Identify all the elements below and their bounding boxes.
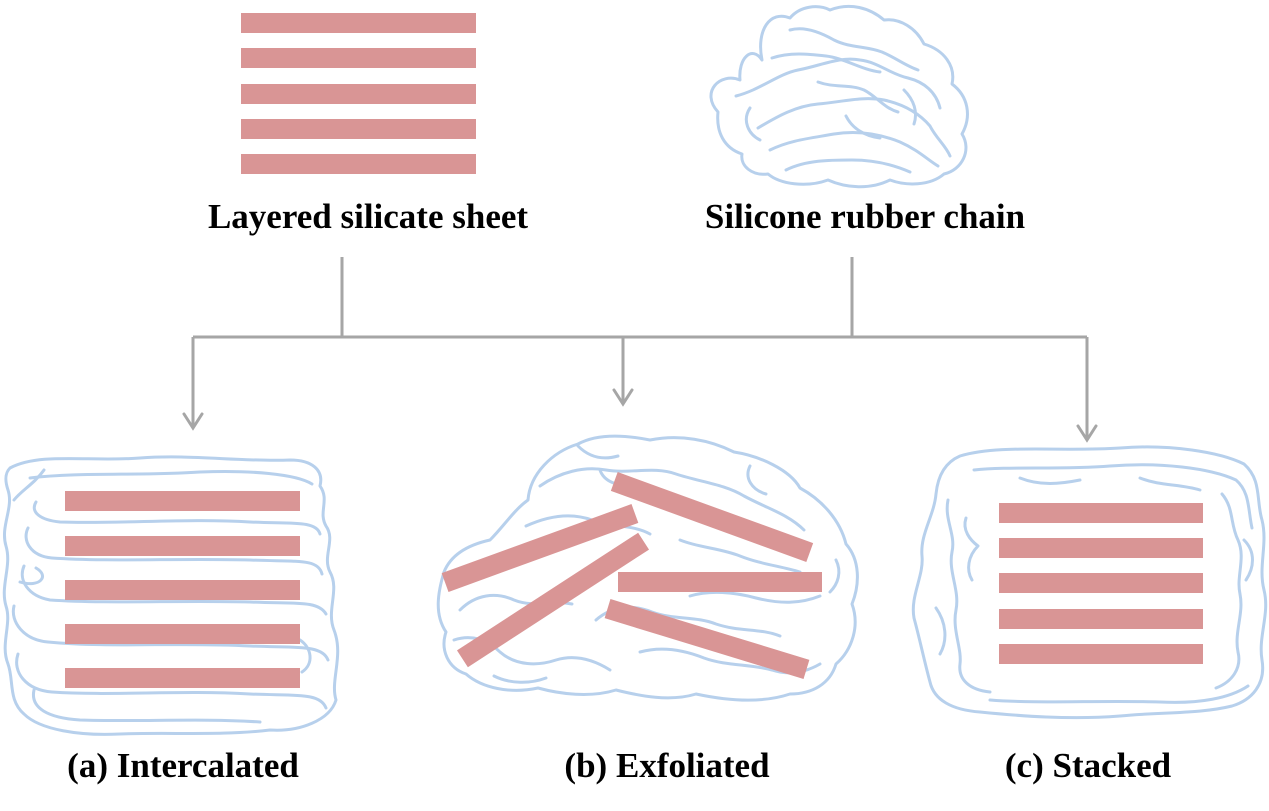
silicate-sheet (241, 48, 476, 68)
silicate-sheet (456, 532, 650, 668)
label-silicone-rubber-chain: Silicone rubber chain (704, 197, 1026, 236)
silicate-sheet (999, 538, 1203, 558)
silicate-sheet-group (441, 472, 822, 679)
silicate-sheet (65, 536, 300, 556)
silicate-sheet (441, 504, 639, 592)
label-exfoliated: (b) Exfoliated (564, 746, 770, 785)
rubber-chain-blob (2, 455, 340, 736)
arrow-down-icon (1076, 424, 1098, 443)
label-stacked: (c) Stacked (1004, 746, 1172, 785)
silicate-sheet (65, 491, 300, 511)
silicate-sheet (65, 668, 300, 688)
rubber-chain-blob (709, 4, 969, 189)
silicate-sheet (65, 624, 300, 644)
stacked-structure (911, 445, 1268, 720)
silicate-sheet (999, 644, 1203, 664)
silicate-sheet (241, 84, 476, 104)
rubber-chain-blob (911, 445, 1268, 720)
connector-lines (191, 257, 1089, 440)
silicate-sheet (610, 472, 814, 562)
silicate-sheet (65, 580, 300, 600)
silicate-sheet (241, 119, 476, 139)
arrow-down-icon (182, 412, 204, 431)
silicate-sheet (618, 572, 822, 592)
intercalated-structure (2, 455, 340, 736)
silicate-sheet (999, 503, 1203, 523)
silicate-sheet (999, 573, 1203, 593)
silicate-sheet (604, 599, 810, 679)
silicate-sheet-stack (65, 491, 300, 688)
silicate-sheet-stack (241, 13, 476, 174)
silicate-sheet (999, 609, 1203, 629)
exfoliated-structure (436, 434, 859, 702)
silicate-sheet (241, 13, 476, 33)
label-intercalated: (a) Intercalated (67, 746, 299, 785)
label-layered-silicate-sheet: Layered silicate sheet (207, 197, 529, 236)
arrow-down-icon (612, 388, 634, 407)
silicate-sheet (241, 154, 476, 174)
silicate-sheet-stack (999, 503, 1203, 664)
